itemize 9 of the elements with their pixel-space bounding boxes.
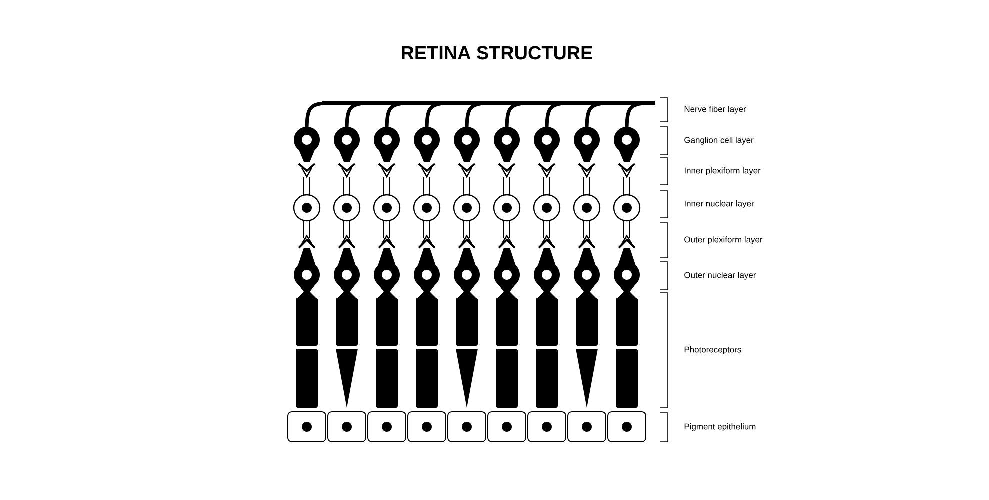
- layer-label: Ganglion cell layer: [684, 137, 754, 145]
- layer-label: Outer plexiform layer: [684, 236, 763, 244]
- layer-label: Inner plexiform layer: [684, 168, 761, 176]
- layer-label: Nerve fiber layer: [684, 106, 746, 114]
- layer-label: Outer nuclear layer: [684, 272, 756, 280]
- layer-label: Inner nuclear layer: [684, 200, 754, 208]
- title: RETINA STRUCTURE: [402, 46, 592, 60]
- layer-label: Pigment epithelium: [684, 424, 756, 432]
- layer-label: Photoreceptors: [684, 346, 742, 354]
